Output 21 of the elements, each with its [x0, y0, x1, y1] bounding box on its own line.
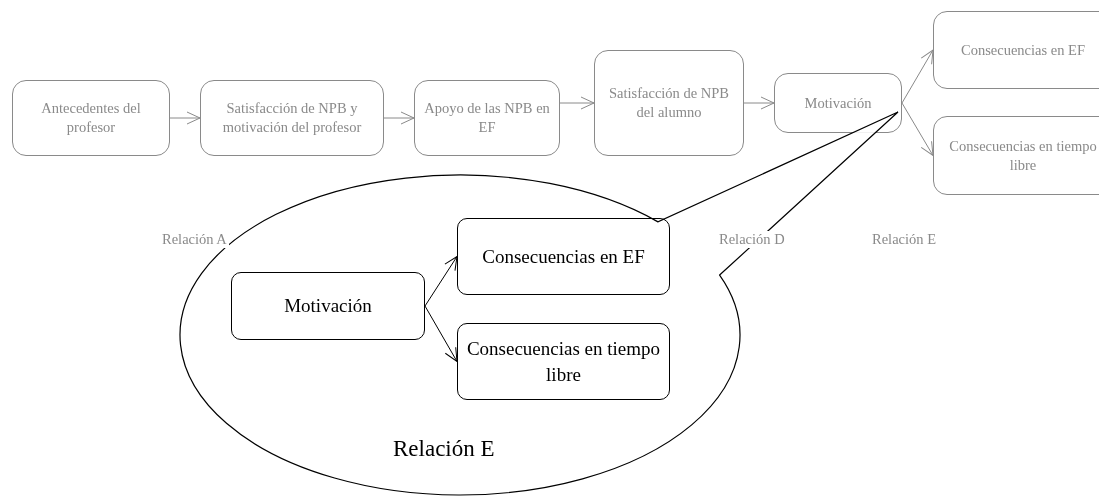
arrow: [424, 305, 458, 362]
relation-label: Relación A: [160, 231, 229, 248]
process-box: Satisfacción de NPB y motivación del profesor: [200, 80, 384, 156]
process-box: Consecuencias en tiempo libre: [457, 323, 670, 400]
process-box: Satisfacción de NPB del alumno: [594, 50, 744, 156]
process-box: Antecedentes del profesor: [12, 80, 170, 156]
process-box: Motivación: [774, 73, 902, 133]
process-box: Consecuencias en EF: [457, 218, 670, 295]
process-box: Apoyo de las NPB en EF: [414, 80, 560, 156]
process-box: Consecuencias en tiempo libre: [933, 116, 1099, 195]
process-box: Consecuencias en EF: [933, 11, 1099, 89]
arrow: [383, 111, 415, 125]
arrow: [901, 49, 934, 104]
arrow: [424, 256, 458, 307]
bubble-title: Relación E: [393, 436, 495, 462]
arrow: [901, 102, 934, 156]
arrow: [743, 96, 775, 110]
relation-label: Relación D: [717, 231, 787, 248]
arrow: [559, 96, 595, 110]
process-box: Motivación: [231, 272, 425, 340]
arrow: [169, 111, 201, 125]
